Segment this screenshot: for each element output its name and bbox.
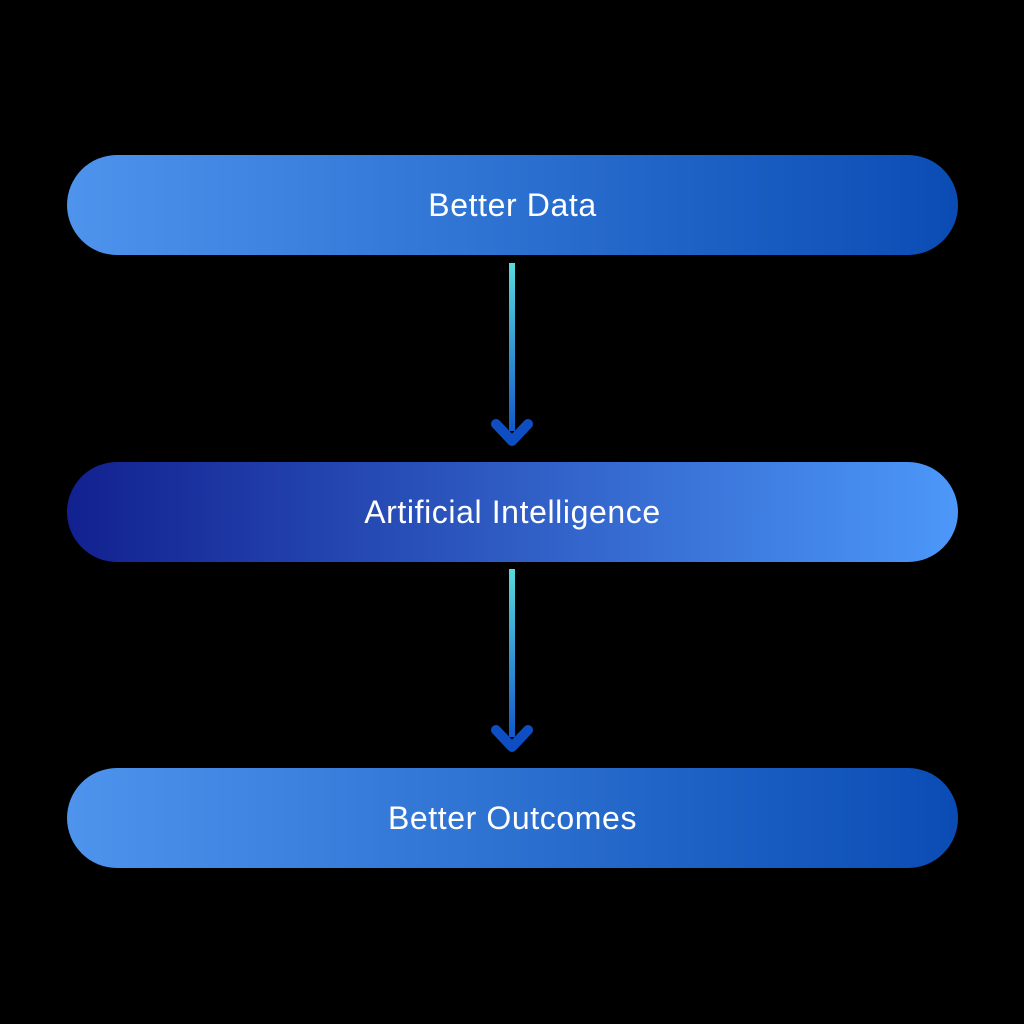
flow-node-better-outcomes: Better Outcomes: [67, 768, 958, 868]
arrow-head: [491, 725, 533, 752]
flow-node-artificial-intelligence-label: Artificial Intelligence: [364, 494, 661, 530]
flow-node-better-outcomes-label: Better Outcomes: [387, 800, 638, 836]
flow-node-better-data-label: Better Data: [428, 187, 597, 223]
arrow-down-icon: [491, 569, 533, 752]
flow-node-artificial-intelligence: Artificial Intelligence: [67, 462, 958, 562]
arrow-head: [491, 419, 533, 446]
flow-node-better-data: Better Data: [67, 155, 958, 255]
arrow-down-icon: [491, 263, 533, 446]
